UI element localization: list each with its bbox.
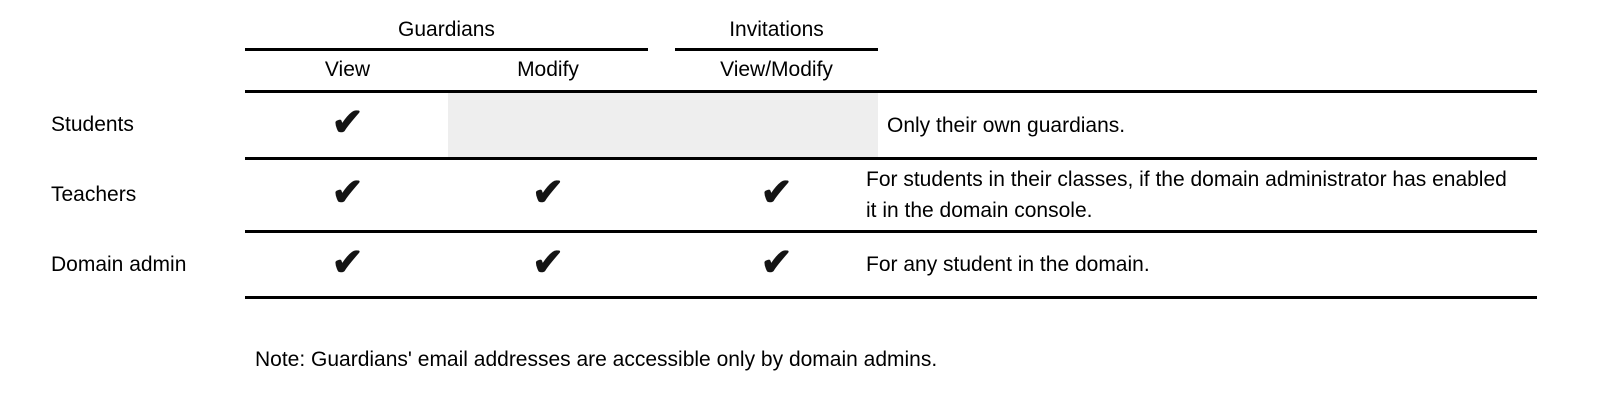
teachers-note: For students in their classes, if the do… [866, 168, 1507, 222]
footnote: Note: Guardians' email addresses are acc… [255, 348, 938, 371]
check-icon: ✔ [532, 172, 564, 214]
domain-admin-guardians-modify-cell: ✔ [448, 233, 648, 296]
column-group-guardians-label: Guardians [398, 18, 495, 41]
domain-admin-note: For any student in the domain. [866, 253, 1150, 276]
table-row-students: Students ✔ Only their own guardians. [0, 93, 1600, 157]
domain-admin-invitations-cell: ✔ [675, 233, 878, 296]
table-row-domain-admin: Domain admin ✔ ✔ ✔ For any student in th… [0, 233, 1600, 296]
domain-admin-guardians-view-cell: ✔ [247, 233, 448, 296]
row-divider-line [245, 230, 1537, 233]
column-group-invitations-label: Invitations [729, 18, 824, 41]
column-header-view-modify: View/Modify [720, 58, 833, 81]
check-icon: ✔ [532, 241, 564, 284]
check-icon: ✔ [331, 241, 364, 284]
students-no-permission-cell [448, 93, 878, 157]
header-divider-line [245, 90, 1537, 93]
row-label-students: Students [51, 113, 134, 136]
column-group-guardians: Guardians [245, 17, 648, 43]
teachers-guardians-modify-cell: ✔ [448, 160, 648, 230]
check-icon: ✔ [331, 102, 364, 144]
column-header-view: View [324, 58, 371, 81]
teachers-invitations-cell: ✔ [675, 160, 878, 230]
teachers-guardians-view-cell: ✔ [247, 160, 448, 230]
row-label-domain-admin: Domain admin [51, 252, 187, 276]
row-divider-line [245, 157, 1537, 160]
table-row-teachers: Teachers ✔ ✔ ✔ For students in their cla… [0, 160, 1600, 230]
students-note: Only their own guardians. [887, 113, 1126, 137]
students-guardians-view-cell: ✔ [247, 93, 448, 157]
check-icon: ✔ [760, 241, 793, 284]
table-bottom-line [245, 296, 1537, 299]
guardians-group-underline [245, 48, 648, 51]
row-label-teachers: Teachers [51, 183, 137, 206]
check-icon: ✔ [331, 172, 364, 214]
check-icon: ✔ [760, 172, 793, 214]
column-group-invitations: Invitations [675, 17, 878, 43]
column-header-modify: Modify [517, 58, 579, 81]
invitations-group-underline [675, 48, 878, 51]
